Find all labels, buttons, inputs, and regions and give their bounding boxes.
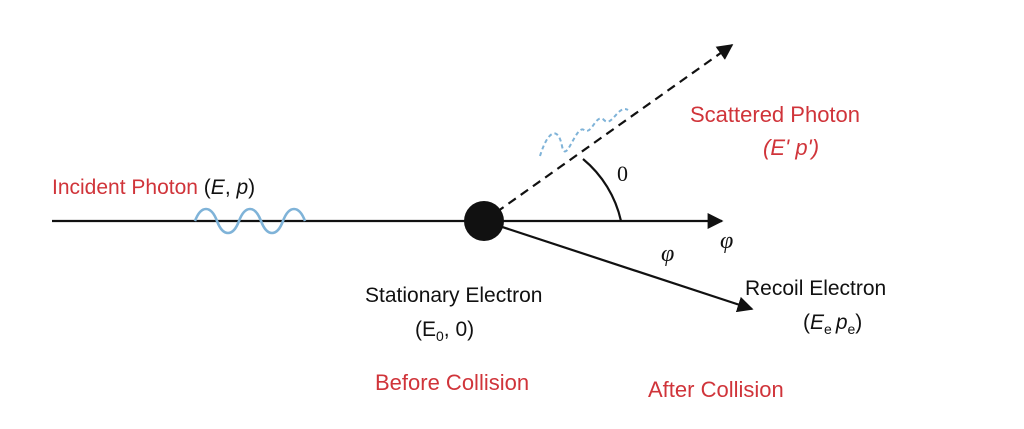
scattered-photon-quantities: (E' p')	[763, 135, 819, 160]
recoil-angle-label: φ	[661, 241, 674, 267]
recoil-electron-line	[483, 219, 754, 313]
incident-photon-label: Incident Photon (E, p)	[52, 176, 255, 199]
scattering-angle-arc	[582, 158, 623, 222]
incident-photon-wave	[193, 207, 307, 235]
after-collision-caption: After Collision	[648, 377, 784, 402]
stationary-electron-quantities: (E0, 0)	[415, 318, 474, 344]
stationary-electron-label: Stationary Electron	[365, 284, 542, 307]
axis-phi-label: φ	[720, 228, 733, 254]
scattered-photon-line	[483, 44, 734, 222]
stationary-electron-dot	[464, 201, 504, 241]
scattering-angle-label: 0	[617, 161, 628, 186]
before-collision-caption: Before Collision	[375, 370, 529, 395]
recoil-electron-label: Recoil Electron	[745, 277, 886, 300]
scattered-photon-label: Scattered Photon	[690, 102, 860, 127]
scattered-photon-wave	[539, 108, 629, 157]
